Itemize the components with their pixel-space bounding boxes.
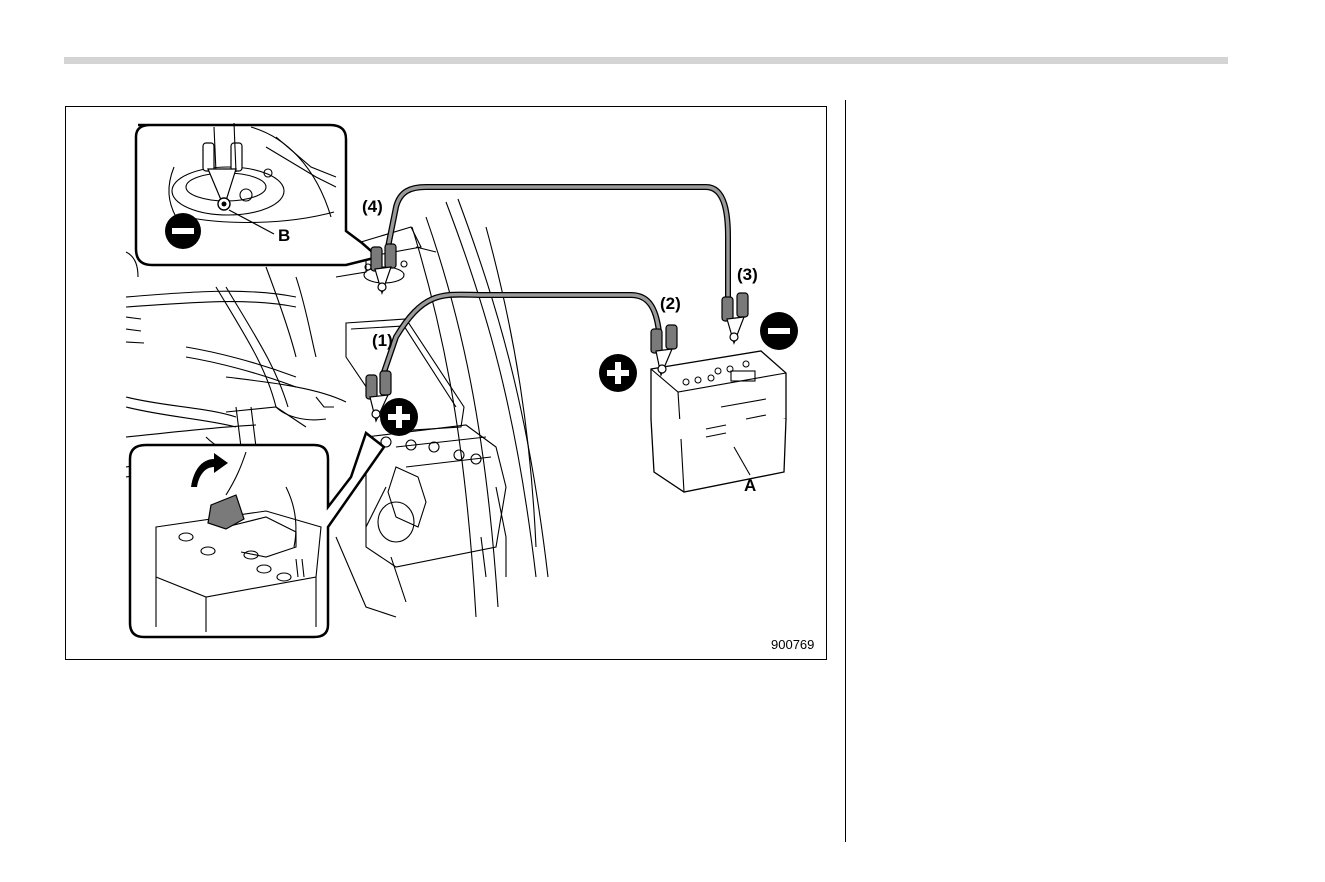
callout-b: B: [278, 226, 290, 245]
callout-1: (1): [372, 331, 393, 350]
booster-battery: A: [599, 312, 798, 495]
callout-a: A: [744, 476, 756, 495]
jump-start-illustration: B: [65, 106, 827, 660]
terminal-cover-inset: [130, 433, 384, 637]
header-rule: [64, 57, 1228, 64]
column-divider: [845, 100, 846, 842]
figure-number: 900769: [771, 637, 814, 652]
ground-point-inset: B: [136, 123, 378, 265]
callout-3: (3): [737, 265, 758, 284]
clamp-3: [722, 293, 748, 343]
callout-4: (4): [362, 197, 383, 216]
callout-2: (2): [660, 294, 681, 313]
clamp-4: [371, 244, 396, 293]
